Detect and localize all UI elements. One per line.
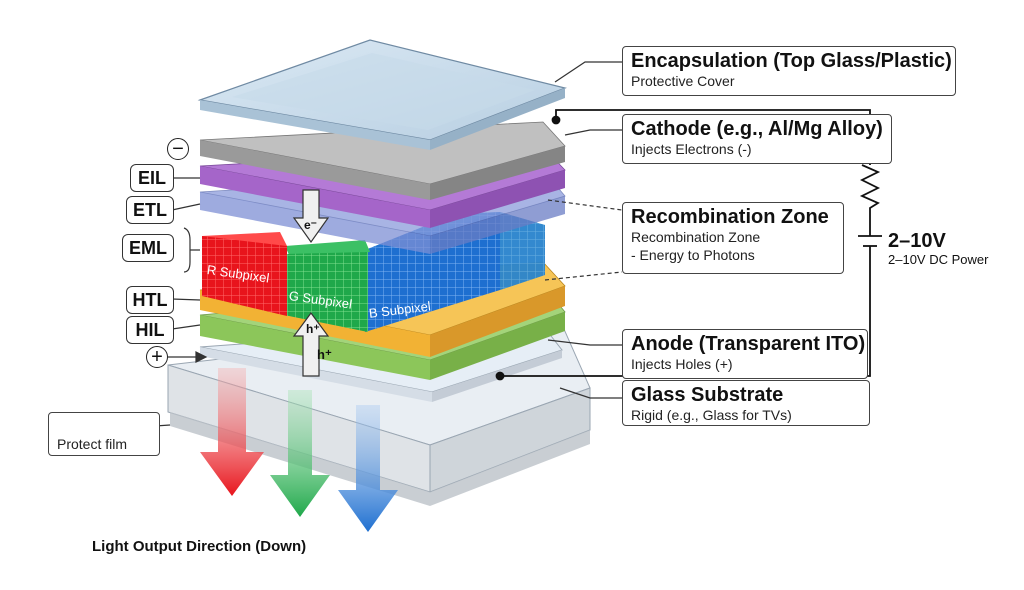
cathode-minus-symbol: −	[167, 138, 189, 160]
etl-tag: ETL	[126, 196, 174, 224]
anode-title: Anode (Transparent ITO)	[631, 333, 866, 355]
electron-arrow	[292, 189, 330, 244]
cathode-callout: Cathode (e.g., Al/Mg Alloy) Injects Elec…	[622, 114, 892, 164]
anode-subtitle: Injects Holes (+)	[631, 356, 733, 372]
cathode-title: Cathode (e.g., Al/Mg Alloy)	[631, 118, 883, 140]
tag-connectors	[168, 177, 208, 363]
encapsulation-title: Encapsulation (Top Glass/Plastic)	[631, 50, 952, 72]
electron-label: e⁻	[304, 218, 318, 232]
hole-arrow	[292, 311, 330, 377]
substrate-subtitle: Rigid (e.g., Glass for TVs)	[631, 407, 792, 423]
light-output-caption: Light Output Direction (Down)	[92, 538, 307, 555]
hil-tag: HIL	[126, 316, 174, 344]
eil-tag: EIL	[130, 164, 174, 192]
voltage-label: 2–10V	[888, 230, 946, 252]
protect-film-label: Protect film	[57, 436, 128, 452]
anode-plus-symbol: +	[146, 346, 168, 368]
anode-callout: Anode (Transparent ITO) Injects Holes (+…	[622, 329, 868, 379]
hole-label-upper: h⁺	[306, 322, 320, 336]
eml-tag: EML	[122, 234, 174, 262]
recombination-line2: - Energy to Photons	[631, 247, 755, 263]
encapsulation-subtitle: Protective Cover	[631, 73, 735, 89]
recombination-callout: Recombination Zone Recombination Zone - …	[622, 202, 844, 274]
power-description: 2–10V DC Power	[888, 252, 989, 267]
substrate-title: Glass Substrate	[631, 384, 784, 406]
encapsulation-callout: Encapsulation (Top Glass/Plastic) Protec…	[622, 46, 956, 96]
recombination-line1: Recombination Zone	[631, 229, 761, 245]
light-output-arrows	[200, 368, 398, 532]
recombination-title: Recombination Zone	[631, 206, 829, 228]
hole-label-lower: h⁺	[317, 347, 332, 362]
cathode-layer	[199, 121, 566, 200]
protect-film-callout: Protect film	[48, 412, 160, 456]
htl-tag: HTL	[126, 286, 174, 314]
substrate-callout: Glass Substrate Rigid (e.g., Glass for T…	[622, 380, 870, 426]
encapsulation-layer	[197, 39, 567, 150]
cathode-subtitle: Injects Electrons (-)	[631, 141, 752, 157]
